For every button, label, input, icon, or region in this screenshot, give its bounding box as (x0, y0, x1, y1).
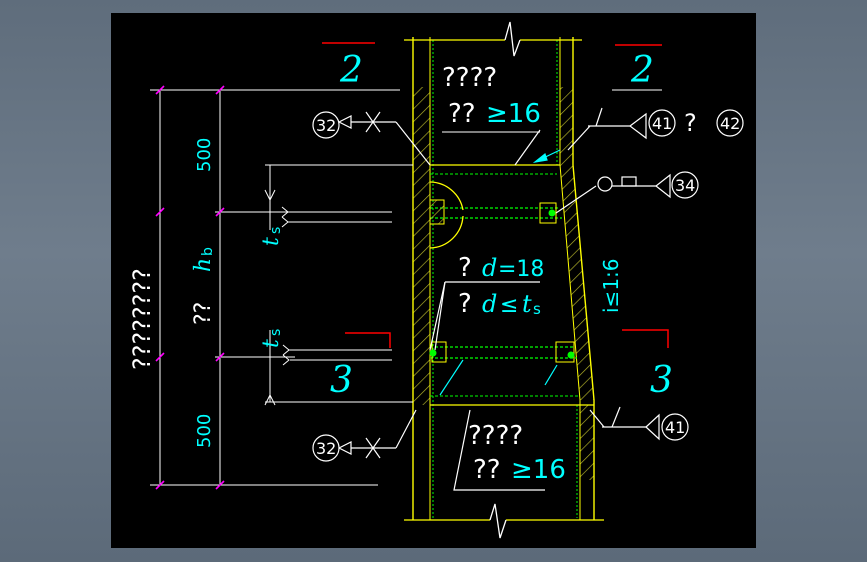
dim-total: ???????? (128, 268, 156, 370)
right-tapered-flange-hatch (560, 165, 594, 400)
dim-hb-h: h (191, 258, 216, 272)
ts-bottom-s: s (268, 329, 284, 336)
dim-hb-sub: b (200, 247, 216, 256)
slope-label: i≤1:6 (599, 258, 623, 313)
balloon-42-text: 42 (720, 114, 740, 133)
diameter-limit-t: t (522, 290, 532, 318)
bottom-note-line-2-value: ≥16 (511, 455, 566, 485)
diameter-limit-d: d (482, 290, 497, 318)
dim-hb-prefix: ?? (191, 302, 216, 325)
balloon-34-text: 34 (675, 176, 695, 195)
ts-bottom-t: t (259, 339, 284, 348)
balloon-41-top-text: 41 (652, 114, 672, 133)
diameter-limit-le: ≤ (500, 293, 518, 318)
cyan-leader-arrows (439, 149, 561, 396)
stiffener-plates (429, 164, 594, 406)
weld-dot (429, 349, 437, 357)
balloon-41-bottom-text: 41 (665, 418, 685, 437)
weld-dot (567, 351, 575, 359)
balloon-separator-text: ? (684, 109, 697, 137)
section-3-right-label: 3 (650, 360, 673, 401)
section-marks (322, 42, 669, 348)
ts-arrowheads (264, 189, 290, 406)
balloon-32-top-text: 32 (316, 116, 336, 135)
diameter-note-prefix: ? (458, 253, 472, 283)
balloon-42 (716, 109, 744, 137)
top-note-line-2-value: ≥16 (486, 99, 541, 129)
top-note-line-1: ???? (442, 63, 497, 93)
balloon-34 (671, 171, 699, 199)
diameter-note-value: =18 (498, 257, 544, 282)
dim-500-bottom: 500 (194, 414, 215, 448)
balloon-32-bottom (312, 434, 340, 462)
weld-dot (548, 209, 556, 217)
bottom-note-line-1: ???? (468, 421, 523, 451)
column-outline (404, 21, 604, 539)
weld-balloons (312, 109, 744, 462)
left-flange-hatch (413, 87, 430, 405)
bottom-break-mark (489, 503, 507, 539)
dimension-ticks (155, 85, 225, 490)
top-note-line-2: ?? (448, 99, 476, 129)
bottom-note-line-2: ?? (473, 455, 501, 485)
section-2-right-label: 2 (630, 50, 654, 91)
diameter-note-d: d (482, 254, 497, 282)
section-2-left-label: 2 (339, 50, 363, 91)
right-upper-flange-hatch (560, 87, 573, 165)
weld-leaders (338, 107, 671, 491)
dimension-lines (150, 89, 413, 486)
balloon-41-bottom (661, 413, 689, 441)
balloon-41-top (648, 109, 676, 137)
dim-500-top: 500 (194, 138, 215, 172)
ts-top-t: t (259, 237, 284, 246)
diameter-limit-prefix: ? (458, 289, 472, 319)
diameter-limit-s: s (533, 300, 541, 318)
ts-top-s: s (268, 227, 284, 234)
balloon-32-top (312, 111, 340, 139)
section-3-left-label: 3 (330, 360, 353, 401)
weld-access-arc (429, 181, 464, 211)
top-break-mark (504, 21, 521, 57)
right-lower-flange-hatch (580, 405, 594, 480)
balloon-32-bottom-text: 32 (316, 439, 336, 458)
